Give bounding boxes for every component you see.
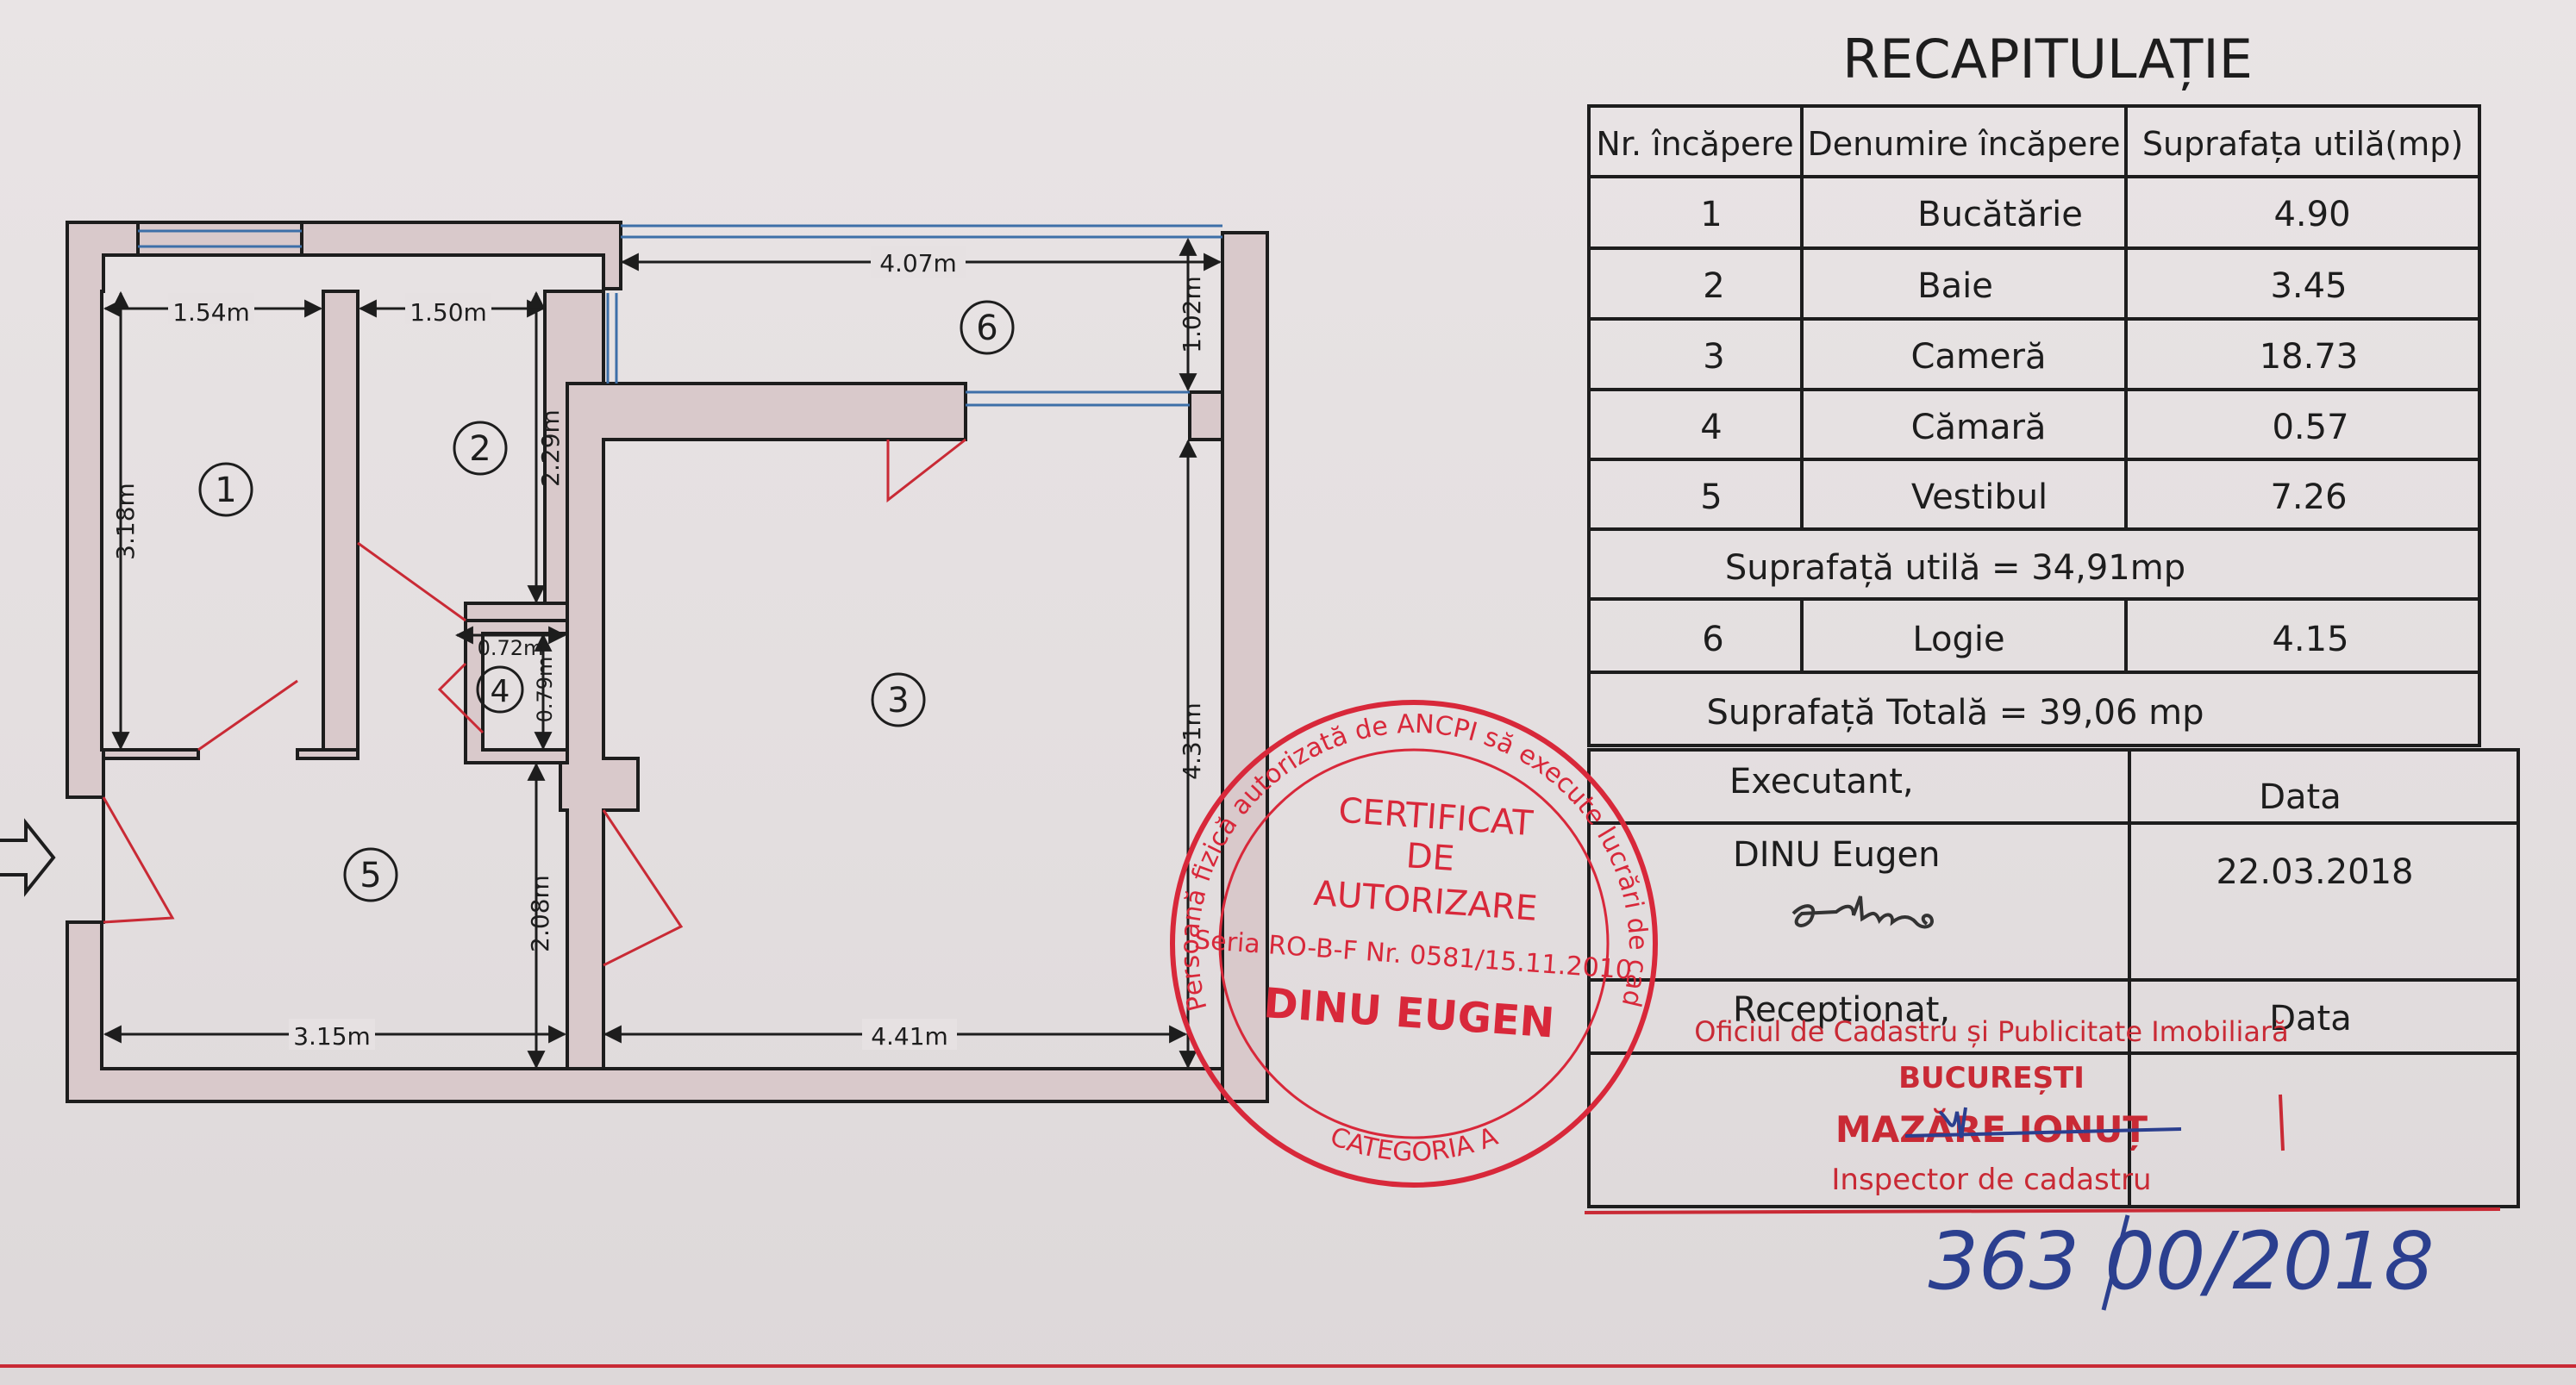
dim-10: 2.08m: [526, 875, 554, 952]
executant-label: Executant,: [1729, 762, 1914, 802]
wall-kitchen-bottom2: [296, 748, 360, 760]
grand-total: Suprafață Totală = 39,06 mp: [1706, 693, 2204, 733]
dim-4: 1.02m: [1178, 276, 1206, 353]
received-date-label: Data: [2269, 999, 2352, 1039]
stamp-category: CATEGORIA A: [1326, 1121, 1503, 1168]
recap-table-lines: [1587, 104, 2520, 1208]
row-3-name: Cameră: [1911, 337, 2047, 377]
door-entrance: [102, 796, 175, 924]
stamp-line3: AUTORIZARE: [1312, 874, 1539, 929]
executant-date-label: Data: [2259, 777, 2342, 817]
door-swings: [102, 438, 966, 967]
row-5-area: 7.26: [2270, 477, 2347, 517]
dim-2: 1.50m: [410, 298, 487, 327]
entrance-arrow-icon: [0, 818, 56, 897]
wall-1-2: [322, 290, 360, 760]
header-name: Denumire încăpere: [1807, 125, 2120, 163]
received-date-mark: [2279, 1094, 2285, 1151]
row-2-name: Baie: [1917, 266, 1993, 306]
room-number-3: 3: [887, 681, 909, 721]
executant-date: 22.03.2018: [2216, 852, 2413, 892]
executant-signature: [1791, 895, 1934, 929]
inspector-role: Inspector de cadastru: [1831, 1163, 2151, 1197]
header-area: Suprafața utilă(mp): [2142, 125, 2463, 163]
dimension-lines: [103, 237, 1222, 1070]
outer-wall: [66, 221, 1224, 1103]
wall-kitchen-bottom: [102, 748, 200, 760]
header-nr: Nr. încăpere: [1596, 125, 1793, 163]
room-number-2: 2: [469, 429, 491, 469]
room-number-4: 4: [491, 674, 510, 709]
door-loggia: [886, 438, 966, 503]
row-6-nr: 6: [1702, 620, 1723, 659]
row-2-nr: 2: [1703, 266, 1724, 306]
row-1-name: Bucătărie: [1917, 195, 2083, 234]
dim-9: 4.31m: [1178, 702, 1206, 780]
row-4-area: 0.57: [2272, 408, 2348, 447]
row-5-nr: 5: [1700, 477, 1722, 517]
door-pantry: [437, 662, 485, 734]
useful-total: Suprafață utilă = 34,91mp: [1725, 548, 2185, 588]
room-number-6: 6: [976, 309, 997, 348]
dim-3: 4.07m: [879, 249, 957, 278]
right-wall: [1221, 231, 1269, 1103]
dim-7: 0.72m: [478, 636, 544, 660]
office-city: BUCUREȘTI: [1898, 1061, 2085, 1095]
dim-8: 0.79m: [533, 657, 557, 723]
wall-loggia-right: [1188, 390, 1224, 441]
stamp-line1: CERTIFICAT: [1337, 791, 1535, 845]
dimension-texts: 1.54m 1.50m 4.07m 1.02m 3.18m 2.29m 0.72…: [111, 246, 1206, 1051]
dim-5: 3.18m: [111, 483, 140, 560]
inspector-signature: [1904, 1107, 2182, 1139]
row-3-area: 18.73: [2260, 337, 2359, 377]
stamp-line2: DE: [1404, 836, 1455, 879]
executant-name: DINU Eugen: [1733, 835, 1941, 875]
door-kitchen: [197, 679, 298, 752]
authorization-stamp: [1170, 700, 1658, 1188]
row-3-nr: 3: [1703, 337, 1724, 377]
top-wall-middle: [300, 221, 622, 290]
room-numbers: [198, 300, 1015, 902]
handwritten-slash: [2101, 1214, 2130, 1311]
row-5-name: Vestibul: [1911, 477, 2048, 517]
row-4-name: Cămară: [1911, 408, 2047, 447]
handwritten-number: 363 00/2018: [1928, 1215, 2434, 1307]
door-bath: [357, 541, 466, 622]
room-number-5: 5: [360, 856, 381, 895]
received-label: Receptionat,: [1733, 990, 1950, 1030]
stamp-name: DINU EUGEN: [1262, 979, 1556, 1047]
dim-12: 4.41m: [871, 1022, 948, 1051]
row-6-name: Logie: [1912, 620, 2004, 659]
inspector-stamp: Oficiul de Cadastru și Publicitate Imobi…: [1694, 1015, 2288, 1197]
row-1-nr: 1: [1700, 195, 1722, 234]
room-number-1: 1: [215, 471, 236, 510]
floor-plan: [66, 221, 1269, 1103]
dim-11: 3.15m: [293, 1022, 371, 1051]
row-4-nr: 4: [1700, 408, 1722, 447]
row-1-area: 4.90: [2273, 195, 2350, 234]
recap-title: RECAPITULAȚIE: [1842, 28, 2253, 90]
dim-6: 2.29m: [536, 409, 565, 487]
door-room: [602, 809, 684, 967]
office-line: Oficiul de Cadastru și Publicitate Imobi…: [1694, 1015, 2288, 1048]
dim-1: 1.54m: [172, 298, 250, 327]
windows: [138, 224, 1222, 407]
row-2-area: 3.45: [2270, 266, 2347, 306]
row-6-area: 4.15: [2272, 620, 2348, 659]
